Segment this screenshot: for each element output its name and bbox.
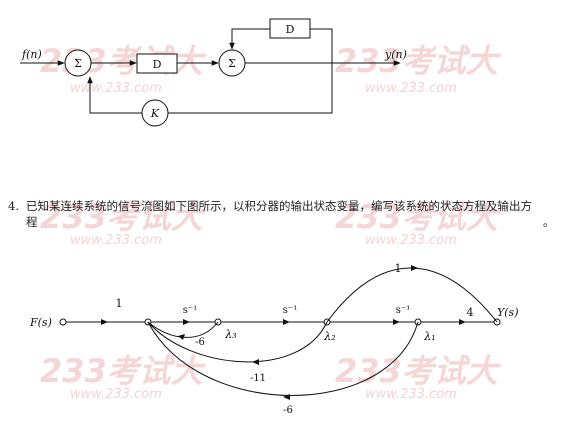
edge-lower-feedback-a	[168, 63, 333, 114]
sfg-arrow-int3	[183, 319, 190, 325]
sfg-output-label: Y(s)	[497, 306, 519, 319]
sum1-symbol: Σ	[74, 57, 82, 70]
question-trailing-punct: 。	[543, 215, 555, 229]
edge-upper-feedback-a	[310, 28, 333, 63]
sfg-lambda2-label: λ₂	[323, 330, 335, 343]
sfg-fb3-label: -6	[283, 405, 293, 416]
question-line-1: 已知某连续系统的信号流图如下图所示，以积分器的输出状态变量，编写该系统的状态方程…	[26, 199, 532, 213]
watermark-url: www.233.com	[365, 387, 457, 402]
watermark-logo: 233考试大	[335, 198, 502, 236]
signal-flow-graph: F(s) 1 s⁻¹ λ₃ s⁻¹ λ₂ s⁻¹ λ₁ 4 Y(s) 1	[29, 262, 519, 416]
delay2-label: D	[286, 23, 295, 36]
sfg-arrow-fb3	[283, 394, 290, 400]
sfg-gain-in: 1	[116, 297, 123, 310]
watermark-layer: 233考试大 www.233.com 233考试大 www.233.com 23…	[40, 42, 502, 402]
watermark-logo: 233考试大	[335, 352, 502, 390]
sfg-edge-top-forward	[326, 267, 498, 323]
watermark-logo: 233考试大	[40, 198, 207, 236]
sfg-arrow-output	[459, 319, 466, 325]
edge-upper-feedback-b	[229, 28, 270, 50]
delay1-label: D	[153, 58, 162, 71]
sfg-fb2-label: -11	[250, 373, 266, 384]
watermark-logo: 233考试大	[40, 352, 207, 390]
edge-lower-feedback-b	[87, 76, 142, 114]
question-4: 4. 已知某连续系统的信号流图如下图所示，以积分器的输出状态变量，编写该系统的状态…	[8, 199, 558, 214]
sfg-node-input	[59, 318, 67, 326]
watermark-url: www.233.com	[365, 81, 457, 96]
sfg-gain-top: 1	[395, 262, 402, 275]
sfg-gain-out: 4	[467, 306, 474, 319]
watermark-url: www.233.com	[70, 387, 162, 402]
sfg-int1-label: s⁻¹	[396, 305, 410, 316]
sfg-arrow-fb1	[178, 334, 185, 340]
sfg-edge-fb3	[147, 321, 419, 396]
question-period: 。	[543, 215, 555, 230]
gain-k-label: K	[150, 107, 160, 120]
watermark-url: www.233.com	[365, 233, 457, 248]
watermark-url: www.233.com	[70, 233, 162, 248]
question-number: 4.	[8, 199, 19, 213]
sfg-arrow-fb2	[252, 359, 259, 365]
sfg-arrow-input	[101, 319, 108, 325]
sfg-fb1-label: -6	[195, 337, 205, 348]
sfg-lambda3-label: λ₃	[224, 328, 236, 341]
watermark-url: www.233.com	[70, 81, 162, 96]
watermark-logo: 233考试大	[335, 42, 502, 80]
output-label-yn: y(n)	[384, 48, 407, 61]
question-4-continued: 程	[26, 215, 556, 230]
sfg-arrow-int1	[393, 319, 400, 325]
sfg-edge-fb2	[147, 321, 328, 363]
block-diagram-discrete: f(n) Σ D Σ y(n) D K	[20, 18, 407, 127]
sum2-symbol: Σ	[228, 57, 236, 70]
sfg-edge-fb1	[147, 321, 219, 338]
sfg-input-label: F(s)	[29, 316, 52, 329]
sfg-arrow-int2	[283, 319, 290, 325]
sfg-int2-label: s⁻¹	[283, 305, 297, 316]
sfg-int3-label: s⁻¹	[183, 305, 197, 316]
input-label-fn: f(n)	[21, 48, 42, 61]
sfg-lambda1-label: λ₁	[423, 330, 435, 343]
sfg-arrow-top-forward	[411, 265, 418, 271]
question-line-2: 程	[26, 215, 38, 229]
